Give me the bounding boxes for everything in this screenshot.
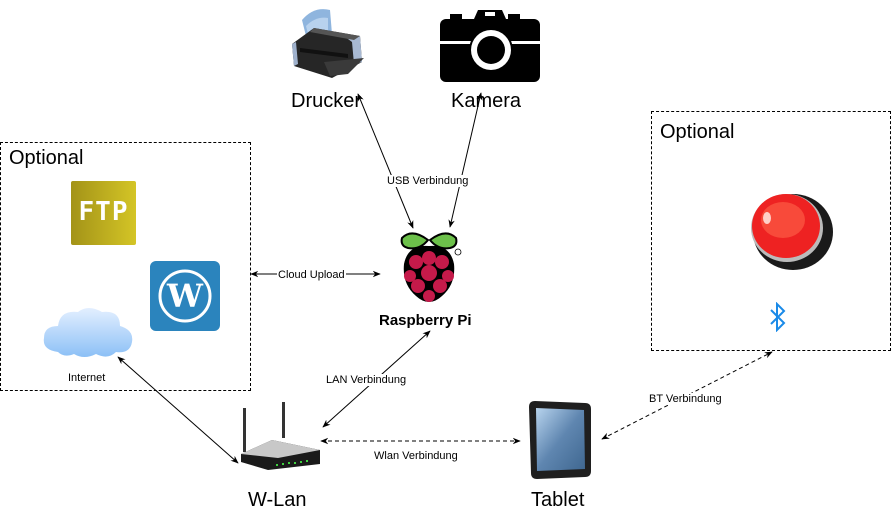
node-label-internet: Internet xyxy=(68,372,106,384)
node-bluetooth xyxy=(768,301,788,333)
node-wordpress: W xyxy=(150,261,220,331)
ftp-icon: FTP xyxy=(78,197,129,227)
bluetooth-icon xyxy=(770,301,786,333)
edge-usb-printer xyxy=(357,93,414,229)
node-router xyxy=(238,402,322,474)
cloud-icon xyxy=(43,308,133,357)
node-label-tablet: Tablet xyxy=(531,489,585,511)
node-ftp: FTP xyxy=(71,181,136,245)
node-label-printer: Drucker xyxy=(291,90,362,112)
node-raspberry-pi xyxy=(398,228,464,308)
edge-bt xyxy=(601,351,773,440)
tablet-icon xyxy=(529,401,591,479)
svg-text:W: W xyxy=(166,277,204,315)
edge-label-wlan: Wlan Verbindung xyxy=(373,450,459,462)
node-printer xyxy=(288,4,368,82)
node-camera xyxy=(440,10,540,82)
printer-icon xyxy=(292,9,364,78)
node-label-camera: Kamera xyxy=(451,90,522,112)
node-red-button xyxy=(745,190,835,275)
node-tablet xyxy=(527,401,593,481)
red-push-button-icon xyxy=(751,194,833,270)
edge-label-lan: LAN Verbindung xyxy=(325,374,408,386)
wifi-router-icon xyxy=(241,402,320,470)
edge-usb-camera xyxy=(448,92,483,228)
edge-internet-router xyxy=(117,356,239,464)
node-internet xyxy=(40,302,136,360)
node-label-router: W-Lan xyxy=(248,489,307,511)
edge-label-bt: BT Verbindung xyxy=(648,393,723,405)
camera-icon xyxy=(440,10,540,82)
wordpress-icon: W xyxy=(158,269,212,323)
node-label-raspberry-pi: Raspberry Pi xyxy=(379,312,472,329)
edge-label-cloud: Cloud Upload xyxy=(277,269,346,281)
group-title: Optional xyxy=(9,147,84,169)
edge-label-usb: USB Verbindung xyxy=(386,175,470,187)
group-title: Optional xyxy=(660,121,735,143)
raspberry-pi-logo-icon xyxy=(400,232,462,302)
